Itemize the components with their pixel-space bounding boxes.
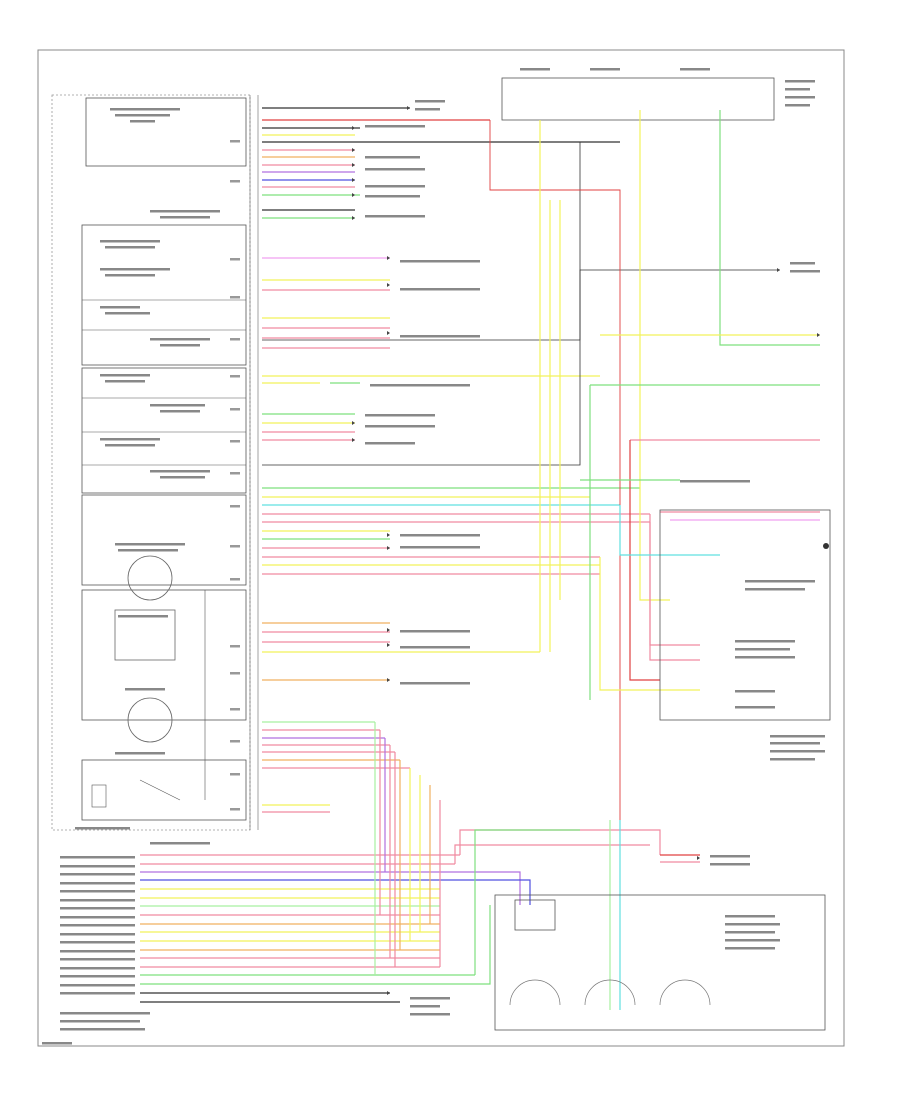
- component-box: [501, 77, 775, 121]
- gauge-icon: [127, 697, 173, 743]
- outer-frame: [37, 49, 845, 1047]
- gauge-icons: [509, 979, 711, 1006]
- component-box: [514, 899, 556, 931]
- connector-arrows: [352, 106, 820, 995]
- gauge-icon: [127, 555, 173, 601]
- connector-icon: [823, 543, 829, 549]
- component-box: [81, 589, 247, 721]
- component-box: [81, 759, 247, 821]
- component-box: [81, 494, 247, 586]
- connector-column: [249, 95, 259, 830]
- component-box: [81, 367, 247, 494]
- tachometer-box: [114, 609, 176, 661]
- component-box: [659, 509, 831, 721]
- component-box: [85, 97, 247, 167]
- left-components: [75, 97, 247, 845]
- component-box: [81, 224, 247, 366]
- pin-labels: [230, 140, 240, 811]
- component-box: [494, 894, 826, 1031]
- wires: [140, 107, 820, 1010]
